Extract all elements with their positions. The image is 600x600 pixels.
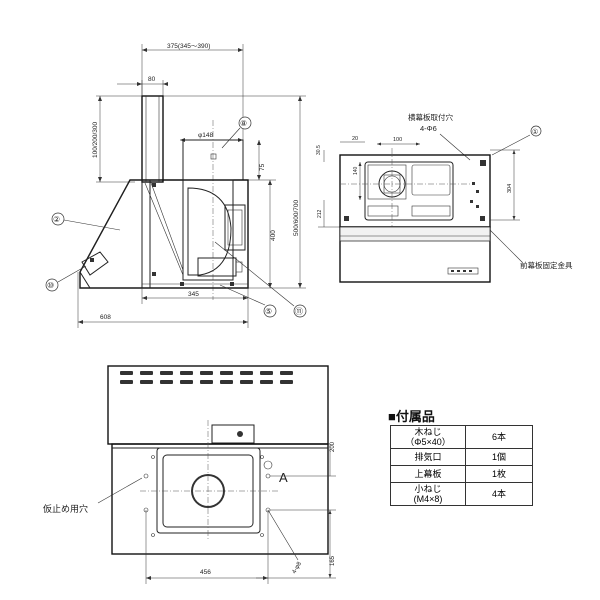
- dim-456: 456: [200, 569, 211, 576]
- note-hole-title: 横幕板取付穴: [408, 112, 453, 122]
- accessory-name: 小ねじ (M4×8): [390, 482, 466, 506]
- table-row: 小ねじ (M4×8)4本: [390, 482, 533, 506]
- dim-100: 100: [393, 137, 402, 143]
- callout-8: ⑧: [221, 116, 252, 149]
- callout-1: ①: [491, 125, 542, 156]
- svg-text:①: ①: [532, 128, 538, 136]
- accessory-qty: 1枚: [465, 465, 533, 483]
- svg-text:⑪: ⑪: [295, 307, 303, 316]
- accessory-name: 上幕板: [390, 465, 466, 483]
- accessory-name: 木ねじ （Φ5×40）: [390, 425, 466, 449]
- dim-304: 304: [507, 184, 513, 193]
- dim-total-height: 500/600/700: [293, 199, 300, 236]
- front-view: 横幕板取付穴 4-Φ6 20 100 30.5 140 212: [316, 112, 573, 283]
- accessory-qty: 1個: [465, 448, 533, 466]
- callout-2: ②: [51, 212, 121, 231]
- callout-5: ⑤: [219, 284, 277, 318]
- callout-11: ⑪: [214, 241, 307, 318]
- dim-duct-width: 80: [148, 76, 156, 83]
- dim-30-5: 30.5: [316, 145, 322, 155]
- dim-75: 75: [259, 163, 266, 171]
- svg-text:⑧: ⑧: [240, 119, 247, 128]
- dim-212: 212: [317, 209, 323, 218]
- note-front-bracket: 前幕板固定金具: [520, 260, 573, 270]
- dim-165: 165: [330, 555, 336, 566]
- vent-slots: [120, 371, 293, 384]
- accessories-title: ■付属品: [388, 409, 435, 424]
- dim-140: 140: [353, 166, 359, 175]
- note-stop-hole: 仮止め用穴: [43, 503, 88, 514]
- dim-duct-dia: φ148: [198, 132, 213, 139]
- top-view: A 仮止め用穴 200 165 456 4-φ8: [43, 365, 336, 584]
- dim-20: 20: [352, 136, 358, 142]
- dim-top-width: 375(345～390): [167, 43, 210, 50]
- side-view: 375(345～390) 80 100/200/300 500/600/700 …: [45, 43, 307, 328]
- dim-345: 345: [188, 291, 199, 298]
- accessory-qty: 4本: [465, 482, 533, 506]
- table-row: 木ねじ （Φ5×40）6本: [390, 425, 533, 449]
- note-hole-spec: 4-Φ6: [420, 124, 437, 133]
- dim-200: 200: [330, 441, 336, 452]
- accessory-name: 排気口: [390, 448, 466, 466]
- svg-text:⑤: ⑤: [265, 307, 272, 316]
- svg-text:⑩: ⑩: [47, 281, 54, 290]
- accessory-qty: 6本: [465, 425, 533, 449]
- label-a: A: [279, 470, 288, 485]
- callout-10: ⑩: [45, 265, 87, 292]
- dim-608: 608: [100, 314, 111, 321]
- dim-hole: 4-φ8: [292, 561, 304, 575]
- svg-text:②: ②: [53, 215, 60, 224]
- dim-400: 400: [270, 230, 277, 241]
- dim-duct-height: 100/200/300: [92, 121, 99, 158]
